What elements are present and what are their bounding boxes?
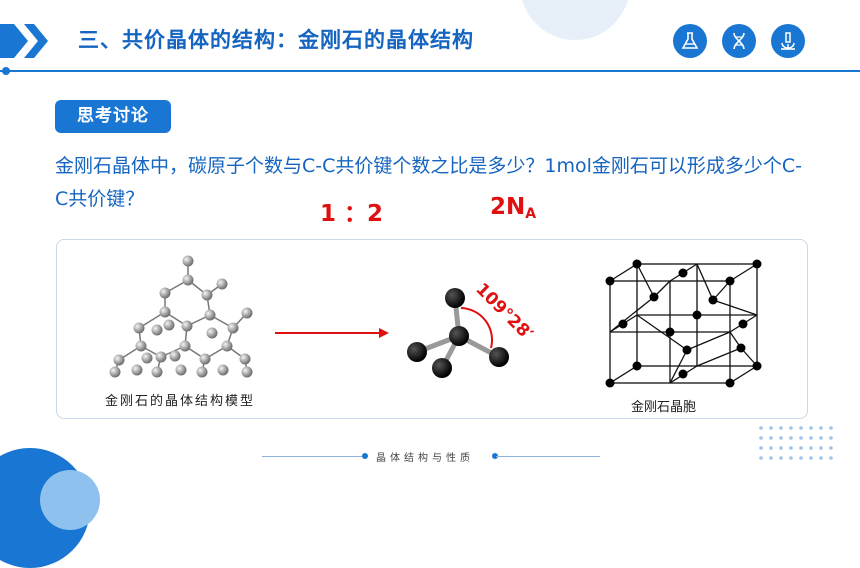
dot-grid-decoration (759, 426, 833, 460)
flask-icon[interactable] (673, 24, 707, 58)
answer-ratio: 1 ：2 (320, 201, 384, 227)
footer-dot-right (492, 453, 498, 459)
unit-cell-caption: 金刚石晶胞 (631, 400, 697, 415)
microscope-icon[interactable] (771, 24, 805, 58)
chevron-icon (0, 24, 48, 58)
footer-line-left (262, 456, 366, 457)
tetrahedral-unit (407, 288, 509, 378)
answer-moles-subscript: A (525, 206, 537, 222)
unit-cell-atoms (605, 259, 762, 388)
footer-title: 晶体结构与性质 (376, 453, 474, 464)
bond-angle-label: 109°28′ (471, 279, 537, 345)
arrow-right-icon (275, 328, 389, 338)
header-divider-dot (2, 67, 10, 75)
footer-line-right (496, 456, 600, 457)
question-text: 金刚石晶体中，碳原子个数与C-C共价键个数之比是多少？1mol金刚石可以形成多少… (55, 155, 803, 210)
answer-moles-main: 2N (490, 194, 526, 220)
model-caption: 金刚石的晶体结构模型 (105, 394, 256, 409)
diamond-unit-cell (609, 263, 758, 384)
page-title: 三、共价晶体的结构：金刚石的晶体结构 (78, 28, 474, 52)
header: 三、共价晶体的结构：金刚石的晶体结构 (0, 18, 860, 64)
answer-moles: 2NA (490, 194, 536, 222)
figure-svg: 109°28′ (109, 255, 762, 388)
bg-circle-bottom-left-inner (40, 470, 100, 530)
header-divider (0, 70, 860, 72)
footer-dot-left (362, 453, 368, 459)
figure-panel: 109°28′ (56, 239, 808, 419)
diamond-lattice-model (114, 261, 248, 373)
discussion-tag: 思考讨论 (55, 100, 171, 133)
dna-icon[interactable] (722, 24, 756, 58)
lattice-atoms (109, 255, 253, 378)
